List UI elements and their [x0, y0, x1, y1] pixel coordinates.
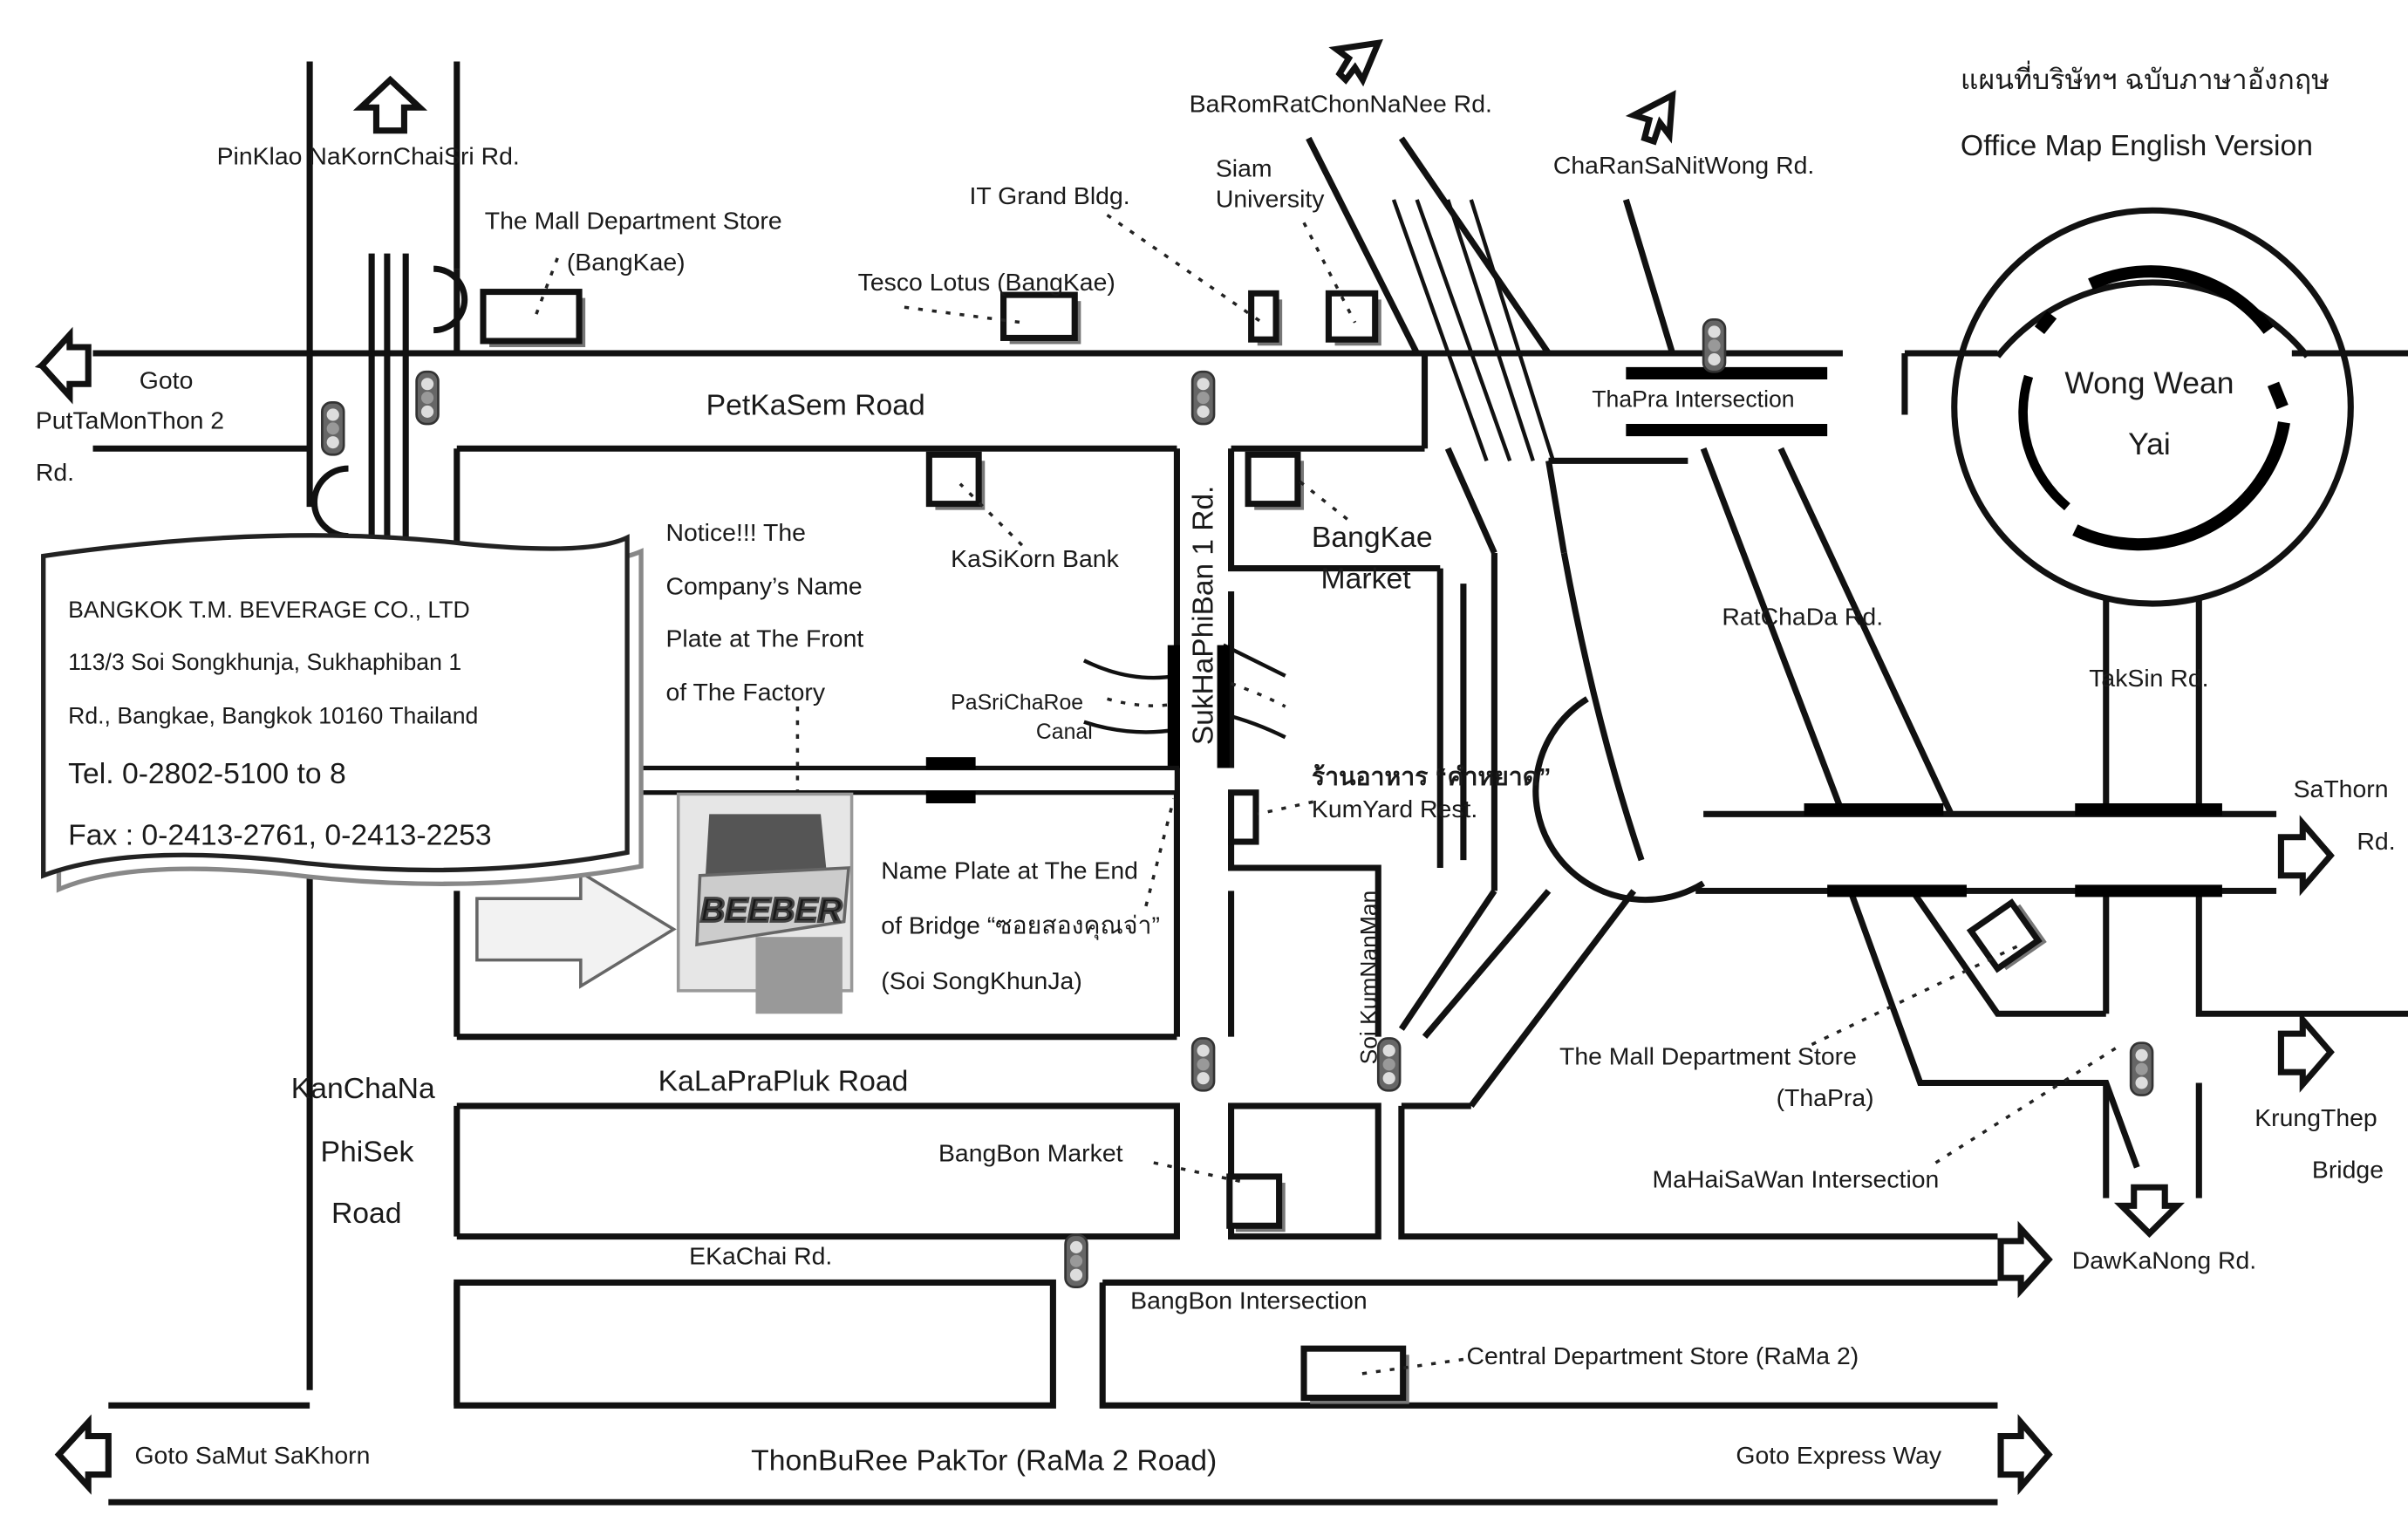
road-kanchana-2: PhiSek: [321, 1136, 414, 1168]
arrow-up-icon: [1328, 38, 1383, 87]
road-goto-putta-3: Rd.: [36, 458, 74, 486]
road-kalapra: KaLaPraPluk Road: [658, 1065, 909, 1097]
place-bangkae-market-1: BangKae: [1312, 522, 1433, 554]
place-siam-2: University: [1216, 185, 1326, 213]
tesco-building: [1000, 291, 1078, 341]
arrow-right-icon: [1997, 1220, 2053, 1299]
map-title-thai: แผนที่บริษัทฯ ฉบับภาษาอังกฤษ: [1961, 60, 2330, 95]
central-building: [1300, 1345, 1407, 1402]
road-krungthep-1: KrungThep: [2255, 1103, 2377, 1131]
traffic-light-icon: [1064, 1233, 1088, 1289]
traffic-light-icon: [1190, 1037, 1216, 1092]
company-address-1: 113/3 Soi Songkhunja, Sukhaphiban 1: [68, 649, 461, 675]
place-mahaisawan: MaHaiSaWan Intersection: [1653, 1164, 1940, 1192]
place-thapra-intersection: ThaPra Intersection: [1592, 386, 1794, 413]
arrow-right-icon: [2277, 1011, 2335, 1093]
traffic-light-icon: [1190, 370, 1216, 426]
place-mall-thapra-2: (ThaPra): [1777, 1083, 1874, 1111]
it-grand-building: [1248, 290, 1279, 343]
arrow-left-icon: [38, 326, 92, 405]
nameplate-line-1: Name Plate at The End: [881, 856, 1138, 884]
arrow-left-icon: [54, 1414, 112, 1495]
canal: [1082, 643, 1286, 768]
flyovers: [1626, 366, 2222, 898]
direction-arrows: [34, 38, 2335, 1496]
place-bangbon-intersection: BangBon Intersection: [1130, 1286, 1368, 1314]
road-taksin: TakSin Rd.: [2089, 664, 2208, 692]
road-charansanit: ChaRanSaNitWong Rd.: [1553, 151, 1814, 179]
road-krungthep-2: Bridge: [2312, 1156, 2384, 1184]
road-goto-putta-1: Goto: [140, 366, 194, 394]
nameplate-line-3: (Soi SongKhunJa): [881, 966, 1081, 994]
road-network: [92, 61, 2408, 1505]
road-thonburee: ThonBuRee PakTor (RaMa 2 Road): [751, 1444, 1217, 1477]
road-sukhaphiban: SukHaPhiBan 1 Rd.: [1187, 486, 1219, 745]
road-petkasem: PetKaSem Road: [706, 390, 925, 422]
place-bangkae-market-2: Market: [1321, 563, 1412, 596]
road-baromrat: BaRomRatChonNaNee Rd.: [1190, 90, 1492, 118]
factory: BEEBER: [475, 792, 854, 1014]
mall-bangkae-building: [480, 289, 583, 345]
map-title: Office Map English Version: [1961, 130, 2313, 162]
arrow-right-icon: [2277, 815, 2335, 897]
arrow-up-icon: [352, 75, 428, 134]
nameplate-line-2: of Bridge “ซอยสองคุณจ่า”: [881, 911, 1160, 941]
bangkae-market-building: [1245, 451, 1301, 508]
road-goto-express: Goto Express Way: [1736, 1441, 1942, 1469]
place-bangbon-market: BangBon Market: [938, 1138, 1123, 1166]
company-tel: Tel. 0-2802-5100 to 8: [68, 758, 346, 790]
place-central: Central Department Store (RaMa 2): [1466, 1341, 1859, 1369]
arrow-right-icon: [1997, 1414, 2053, 1496]
place-kumyard-en: KumYard Rest.: [1312, 795, 1477, 823]
company-fax: Fax : 0-2413-2761, 0-2413-2253: [68, 820, 491, 852]
road-dawkanong: DawKaNong Rd.: [2072, 1246, 2257, 1274]
mall-thapra-building: [1966, 898, 2043, 973]
place-kumyard-thai: ร้านอาหาร “คำหยาด”: [1312, 762, 1552, 790]
place-mall-thapra-1: The Mall Department Store: [1559, 1041, 1857, 1069]
road-kanchana-1: KanChaNa: [291, 1073, 435, 1105]
place-it-grand: IT Grand Bldg.: [970, 181, 1130, 209]
kumyard-building: [1228, 789, 1259, 845]
place-mall-bangkae-2: (BangKae): [567, 248, 686, 276]
wong-wean-roundabout: Wong Wean Yai: [2018, 265, 2290, 551]
place-siam-1: Siam: [1216, 154, 1272, 182]
road-sathorn-1: SaThorn: [2294, 775, 2389, 802]
leader-lines: [532, 214, 2123, 1376]
notice-line-2: Company’s Name: [665, 572, 862, 600]
bangbon-market-building: [1226, 1173, 1283, 1229]
wong-wean-label-1: Wong Wean: [2064, 366, 2234, 400]
road-kanchana-3: Road: [331, 1198, 402, 1230]
road-ekachai: EKaChai Rd.: [689, 1241, 832, 1269]
road-goto-samut: Goto SaMut SaKhorn: [134, 1441, 370, 1469]
company-name: BANGKOK T.M. BEVERAGE CO., LTD: [68, 597, 470, 623]
notice-line-4: of The Factory: [665, 678, 825, 706]
arrow-down-icon: [2113, 1184, 2186, 1239]
beeber-logo: BEEBER: [700, 892, 842, 930]
labels: แผนที่บริษัทฯ ฉบับภาษาอังกฤษ Office Map …: [36, 60, 2396, 1477]
traffic-light-icon: [2129, 1041, 2154, 1096]
notice-line-3: Plate at The Front: [665, 624, 863, 652]
company-address-2: Rd., Bangkae, Bangkok 10160 Thailand: [68, 703, 478, 729]
canal-label-1: PaSriChaRoe: [951, 692, 1083, 715]
wong-wean-label-2: Yai: [2128, 427, 2171, 461]
road-soi-kumnanman: Soi KumNanMan: [1355, 891, 1381, 1065]
road-ratchada: RatChaDa Rd.: [1722, 603, 1883, 631]
traffic-light-icon: [415, 370, 440, 426]
arrow-up-icon: [1625, 90, 1676, 146]
buildings: [480, 289, 2047, 1404]
road-pinklao: PinKlao NaKornChaiSri Rd.: [217, 142, 520, 170]
traffic-light-icon: [320, 401, 345, 456]
canal-label-2: Canal: [1036, 720, 1093, 744]
traffic-light-icon: [1702, 317, 1727, 373]
place-mall-bangkae-1: The Mall Department Store: [485, 206, 782, 234]
soi-songkhunja: [629, 757, 1180, 804]
company-info-card: BANGKOK T.M. BEVERAGE CO., LTD 113/3 Soi…: [41, 533, 644, 893]
place-tesco: Tesco Lotus (BangKae): [858, 268, 1115, 296]
notice-line-1: Notice!!! The: [665, 518, 805, 546]
road-sathorn-2: Rd.: [2357, 827, 2395, 855]
place-kasikorn: KaSiKorn Bank: [951, 544, 1119, 572]
siam-university-building: [1325, 290, 1379, 343]
road-goto-putta-2: PutTaMonThon 2: [36, 406, 224, 433]
